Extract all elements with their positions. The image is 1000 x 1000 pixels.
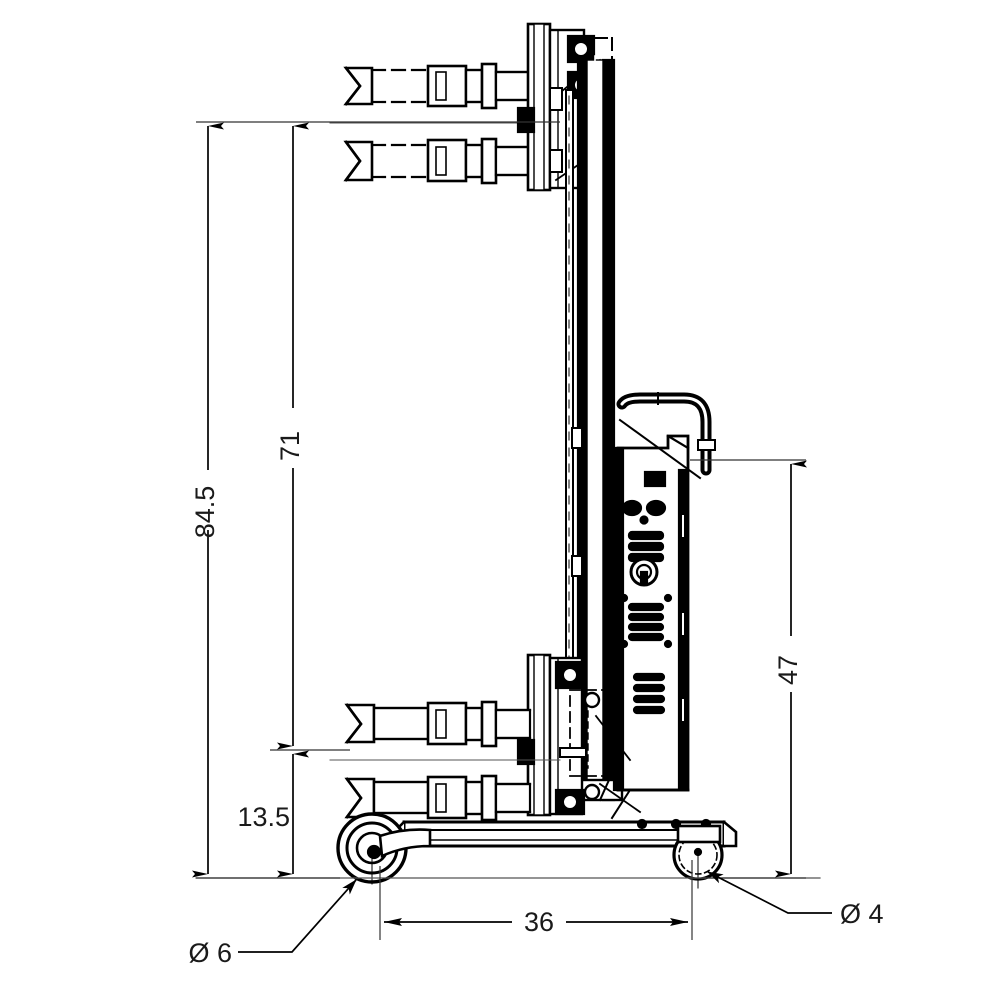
callout-label-rear-caster-diameter: Ø 4: [840, 899, 884, 929]
front-caster: [336, 812, 432, 885]
push-handle: [616, 392, 716, 488]
dimension-label-handle-height: 47: [773, 655, 803, 685]
dimension-base-length: 36: [384, 907, 688, 937]
dimension-handle-height: 47: [773, 460, 807, 878]
control-panel: [619, 499, 673, 715]
dimension-label-base-length: 36: [524, 907, 554, 937]
callout-label-front-caster-diameter: Ø 6: [188, 938, 232, 968]
upper-boom-arm-bottom: [343, 137, 532, 185]
dimension-label-overall-height: 84.5: [190, 486, 220, 539]
dimension-label-mast-height: 71: [275, 431, 305, 461]
lower-boom-arm-top: [344, 700, 532, 748]
callout-rear-caster-diameter: Ø 4: [707, 871, 884, 929]
extension-lines: [196, 121, 806, 940]
base-platform: [390, 818, 738, 848]
lower-boom-arm-bottom: [344, 774, 532, 822]
callout-front-caster-diameter: Ø 6: [188, 879, 357, 968]
upper-boom-arm-top: [343, 62, 532, 110]
dimension-mast-height: 71: [275, 122, 309, 750]
dimension-lower-fork-height: 13.5: [237, 750, 309, 878]
dimension-overall-height: 84.5: [190, 122, 224, 878]
rear-caster: [672, 824, 724, 889]
lower-carriage: [516, 653, 642, 817]
dimension-label-lower-fork-height: 13.5: [237, 802, 290, 832]
